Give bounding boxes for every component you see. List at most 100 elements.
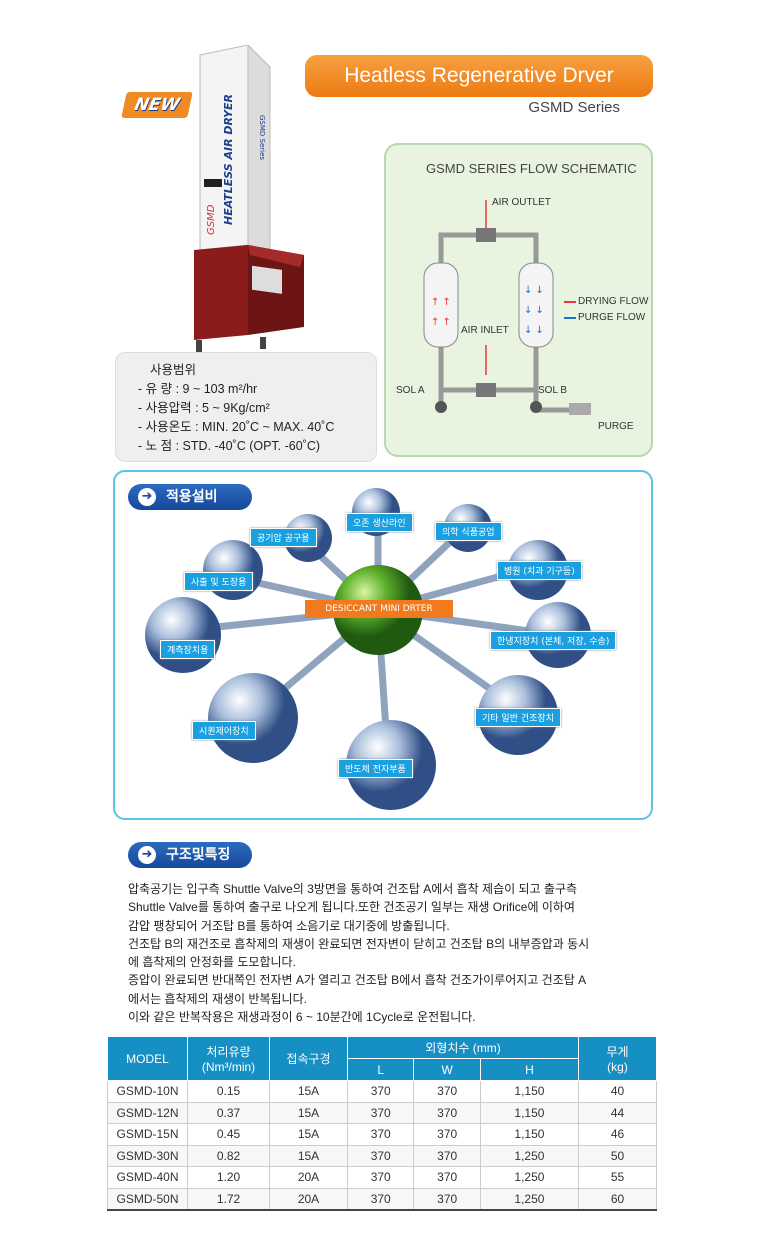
col-model: MODEL xyxy=(107,1036,188,1081)
features-paragraph: 압축공기는 입구측 Shuttle Valve의 3방면을 통하여 건조탑 A에… xyxy=(128,880,648,1026)
purge-label: PURGE xyxy=(598,421,634,432)
arrow-right-icon: ➜ xyxy=(138,488,156,506)
product-brand: GSMD xyxy=(206,204,217,235)
application-label: 시퀀제어장치 xyxy=(192,721,256,740)
svg-text:↓ ↓: ↓ ↓ xyxy=(524,305,544,316)
table-cell: 370 xyxy=(413,1123,481,1146)
spec-line: - 노 점 : STD. -40˚C (OPT. -60˚C) xyxy=(138,439,321,453)
table-cell: 55 xyxy=(578,1166,657,1189)
table-cell: GSMD-50N xyxy=(107,1187,188,1211)
table-cell: 1,250 xyxy=(479,1144,580,1167)
svg-text:↓ ↓: ↓ ↓ xyxy=(524,285,544,296)
table-cell: 370 xyxy=(413,1101,481,1124)
table-cell: 370 xyxy=(346,1166,415,1189)
new-badge: NEW xyxy=(121,92,193,118)
table-cell: 0.37 xyxy=(187,1101,270,1124)
table-cell: 0.45 xyxy=(187,1123,270,1146)
application-label: 공기압 공구용 xyxy=(250,528,317,547)
table-cell: 44 xyxy=(578,1101,657,1124)
table-cell: 40 xyxy=(578,1080,657,1103)
paragraph-line: 에서는 흡착제의 재생이 반복됩니다. xyxy=(128,991,307,1006)
application-label: 의학 식품공업 xyxy=(435,522,502,541)
table-cell: 46 xyxy=(578,1123,657,1146)
table-cell: 370 xyxy=(346,1123,415,1146)
paragraph-line: 감압 팽창되어 거조탑 B를 통하여 소음기로 대기중에 방출됩니다. xyxy=(128,918,450,933)
product-series-text: GSMD Series xyxy=(258,115,266,160)
table-cell: 15A xyxy=(269,1080,348,1103)
application-label: 사출 및 도장용 xyxy=(184,572,254,591)
svg-text:↓ ↓: ↓ ↓ xyxy=(524,325,544,336)
spec-line: - 사용압력 : 5 ~ 9Kg/cm² xyxy=(138,401,270,415)
table-cell: 15A xyxy=(269,1144,348,1167)
table-cell: GSMD-40N xyxy=(107,1166,188,1189)
arrow-right-icon: ➜ xyxy=(138,846,156,864)
table-cell: 15A xyxy=(269,1101,348,1124)
applications-heading-text: 적용설비 xyxy=(166,489,218,505)
table-cell: 15A xyxy=(269,1123,348,1146)
paragraph-line: 에 흡착제의 안정화를 도모합니다. xyxy=(128,955,296,970)
col-flow: 처리유량(Nm³/min) xyxy=(187,1036,270,1081)
spec-box: 사용범위 - 유 량 : 9 ~ 103 m²/hr - 사용압력 : 5 ~ … xyxy=(115,352,377,462)
application-label: 반도체 전자부품 xyxy=(338,759,413,778)
table-cell: 1,150 xyxy=(479,1101,580,1124)
table-cell: 1,250 xyxy=(479,1166,580,1189)
table-cell: 370 xyxy=(346,1080,415,1103)
spec-line: - 유 량 : 9 ~ 103 m²/hr xyxy=(138,382,258,396)
col-l: L xyxy=(346,1058,415,1081)
table-cell: 370 xyxy=(346,1144,415,1167)
table-cell: 370 xyxy=(413,1080,481,1103)
application-label: 계측장치용 xyxy=(160,640,216,659)
features-heading-text: 구조및특징 xyxy=(166,847,231,863)
air-inlet-label: AIR INLET xyxy=(461,325,509,336)
sol-a-label: SOL A xyxy=(396,385,425,396)
table-cell: 20A xyxy=(269,1187,348,1211)
air-outlet-label: AIR OUTLET xyxy=(492,197,551,208)
table-cell: GSMD-12N xyxy=(107,1101,188,1124)
table-cell: 0.82 xyxy=(187,1144,270,1167)
applications-heading: ➜ 적용설비 xyxy=(128,484,252,510)
application-label: 병원 (치과 기구등) xyxy=(497,561,582,580)
applications-box xyxy=(113,470,653,820)
features-heading: ➜ 구조및특징 xyxy=(128,842,252,868)
flow-diagram: ↑ ↑ ↑ ↑ ↓ ↓ ↓ ↓ ↓ ↓ xyxy=(423,200,591,415)
table-cell: 370 xyxy=(413,1166,481,1189)
legend-drying: DRYING FLOW xyxy=(578,296,649,307)
col-w: W xyxy=(413,1058,481,1081)
table-cell: 370 xyxy=(413,1187,481,1211)
spec-heading: 사용범위 xyxy=(150,363,197,377)
application-label: 오존 생산라인 xyxy=(346,513,413,532)
application-label: 한냉지장치 (본체, 저장, 수송) xyxy=(490,631,617,650)
product-side-text: HEATLESS AIR DRYER xyxy=(222,94,235,225)
table-cell: 1,150 xyxy=(479,1123,580,1146)
svg-text:↑ ↑: ↑ ↑ xyxy=(431,317,451,328)
table-cell: GSMD-15N xyxy=(107,1123,188,1146)
series-subtitle: GSMD Series xyxy=(528,99,620,116)
paragraph-line: Shuttle Valve를 통하여 출구로 나오게 됩니다.또한 건조공기 일… xyxy=(128,900,575,915)
col-conn: 접속구경 xyxy=(269,1036,348,1081)
flow-schematic: GSMD SERIES FLOW SCHEMATIC ↑ ↑↑ ↑ ↓ ↓↓ ↓… xyxy=(384,143,653,457)
paragraph-line: 압축공기는 입구측 Shuttle Valve의 3방면을 통하여 건조탑 A에… xyxy=(128,882,578,896)
svg-text:↑ ↑: ↑ ↑ xyxy=(431,297,451,308)
table-cell: 1.72 xyxy=(187,1187,270,1211)
center-label: DESICCANT MINI DRTER xyxy=(305,600,453,618)
spec-line: - 사용온도 : MIN. 20˚C ~ MAX. 40˚C xyxy=(138,420,335,434)
application-label: 기타 일반 건조장치 xyxy=(475,708,561,727)
table-cell: 20A xyxy=(269,1166,348,1189)
table-cell: 1.20 xyxy=(187,1166,270,1189)
table-cell: 370 xyxy=(413,1144,481,1167)
legend-purge: PURGE FLOW xyxy=(578,312,646,323)
table-cell: GSMD-30N xyxy=(107,1144,188,1167)
sol-b-label: SOL B xyxy=(538,385,568,396)
col-weight: 무게(kg) xyxy=(578,1036,657,1081)
table-cell: 50 xyxy=(578,1144,657,1167)
table-cell: 1,150 xyxy=(479,1080,580,1103)
table-cell: 370 xyxy=(346,1187,415,1211)
table-cell: 1,250 xyxy=(479,1187,580,1211)
table-cell: 370 xyxy=(346,1101,415,1124)
